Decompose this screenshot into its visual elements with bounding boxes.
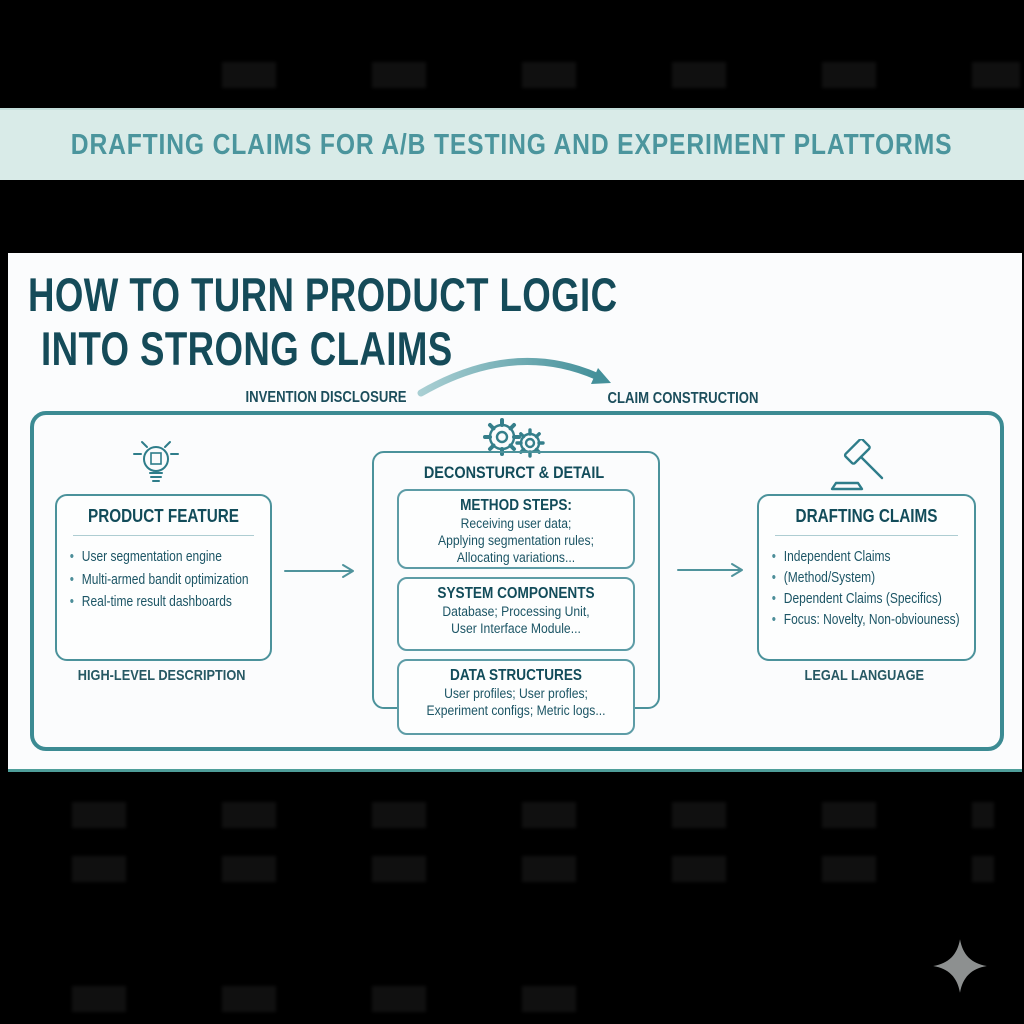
background-ghost-text [30,802,994,828]
banner-title: DRAFTING CLAIMS FOR A/B TESTING AND EXPE… [71,128,953,161]
slide: HOW TO TURN PRODUCT LOGIC INTO STRONG CL… [8,253,1022,772]
lightbulb-icon [133,441,179,482]
method-steps-line: Applying segmentation rules; [437,533,595,548]
arrow-right-icon [284,564,354,578]
list-item: Real-time result dashboards [70,591,270,614]
deconstruct-heading: DECONSTURCT & DETAIL [423,463,605,482]
data-structures-box: DATA STRUCTURES User profiles; User prof… [397,659,635,735]
data-structures-line: Experiment configs; Metric logs... [426,703,606,718]
label-claim-construction: CLAIM CONSTRUCTION [607,390,759,407]
arrow-right-icon [677,563,743,577]
sparkle-icon [933,939,987,993]
background-ghost-text [30,986,630,1012]
banner: DRAFTING CLAIMS FOR A/B TESTING AND EXPE… [0,108,1024,180]
label-invention-disclosure: INVENTION DISCLOSURE [245,389,407,406]
list-item-text: Dependent Claims (Specifics) [783,590,942,607]
list-item: (Method/System) [772,567,972,588]
drafting-claims-box: DRAFTING CLAIMS Independent Claims (Meth… [757,494,976,661]
list-item: Focus: Novelty, Non-obviouness) [772,609,972,630]
product-feature-list: User segmentation engine Multi-armed ban… [57,546,270,614]
list-item-text: Real-time result dashboards [81,593,232,610]
caption-legal-language: LEGAL LANGUAGE [757,667,972,684]
method-steps-line: Allocating variations... [456,550,576,565]
list-item: User segmentation engine [70,546,270,569]
list-item-text: Focus: Novelty, Non-obviouness) [783,611,960,628]
list-item: Multi-armed bandit optimization [70,569,270,592]
gears-icon [483,418,545,458]
list-item: Independent Claims [772,546,972,567]
list-item-text: Independent Claims [783,548,891,565]
system-components-line: User Interface Module... [451,621,581,636]
method-steps-line: Receiving user data; [460,516,572,531]
list-item: Dependent Claims (Specifics) [772,588,972,609]
slide-title-line2: INTO STRONG CLAIMS [41,322,453,375]
list-item-text: (Method/System) [783,569,876,586]
divider [73,535,254,536]
system-components-title: SYSTEM COMPONENTS [437,585,595,602]
drafting-claims-heading: DRAFTING CLAIMS [795,506,938,526]
data-structures-line: User profiles; User profles; [444,686,588,701]
background-ghost-text [30,856,994,882]
gavel-icon [830,439,884,491]
caption-text: LEGAL LANGUAGE [804,667,925,684]
product-feature-heading: PRODUCT FEATURE [87,506,240,526]
slide-title-line1: HOW TO TURN PRODUCT LOGIC [28,268,618,321]
list-item-text: User segmentation engine [81,548,222,565]
system-components-box: SYSTEM COMPONENTS Database; Processing U… [397,577,635,651]
method-steps-title: METHOD STEPS: [460,497,572,514]
list-item-text: Multi-armed bandit optimization [81,570,249,588]
divider [775,535,958,536]
method-steps-box: METHOD STEPS: Receiving user data; Apply… [397,489,635,569]
background-ghost-text [180,62,1020,88]
caption-text: HIGH-LEVEL DESCRIPTION [77,667,246,684]
system-components-line: Database; Processing Unit, [442,604,590,619]
caption-high-level-description: HIGH-LEVEL DESCRIPTION [55,667,268,684]
curved-arrow-icon [417,357,611,397]
product-feature-box: PRODUCT FEATURE User segmentation engine… [55,494,272,661]
drafting-claims-list: Independent Claims (Method/System) Depen… [759,546,972,630]
process-frame [30,411,1004,751]
data-structures-title: DATA STRUCTURES [450,667,582,684]
